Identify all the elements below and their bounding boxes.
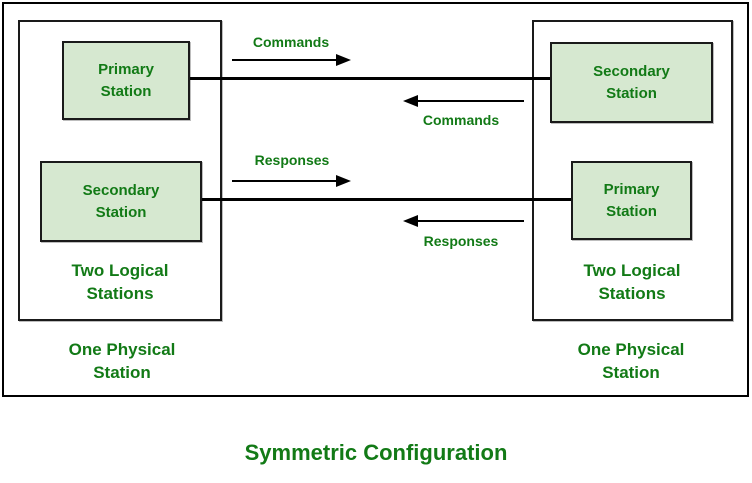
arrow-head-icon — [403, 95, 418, 107]
diagram-title: Symmetric Configuration — [244, 440, 508, 465]
left-logical-stations-label: Two Logical Stations — [71, 261, 169, 303]
responses-rtl-arrow-icon — [403, 215, 524, 227]
right-primary-station-box: Primary Station — [571, 161, 692, 240]
arrow-head-icon — [403, 215, 418, 227]
top-connector-line — [190, 77, 550, 80]
arrow-shaft — [415, 100, 524, 102]
commands-rtl-arrow-icon — [403, 95, 524, 107]
left-secondary-station-box: Secondary Station — [40, 161, 202, 242]
responses-ltr-arrow-icon — [232, 175, 351, 187]
arrow-head-icon — [336, 54, 351, 66]
arrow-shaft — [232, 180, 339, 182]
responses-rtl-label: Responses — [423, 233, 499, 249]
arrow-shaft — [415, 220, 524, 222]
left-physical-station-label: One Physical Station — [68, 340, 176, 382]
commands-ltr-label: Commands — [252, 34, 330, 50]
right-secondary-station-box: Secondary Station — [550, 42, 713, 123]
arrow-head-icon — [336, 175, 351, 187]
right-logical-stations-label: Two Logical Stations — [583, 261, 681, 303]
commands-rtl-label: Commands — [422, 112, 500, 128]
left-primary-station-box: Primary Station — [62, 41, 190, 120]
right-physical-station-label: One Physical Station — [577, 340, 685, 382]
arrow-shaft — [232, 59, 339, 61]
bottom-connector-line — [202, 198, 571, 201]
commands-ltr-arrow-icon — [232, 54, 351, 66]
responses-ltr-label: Responses — [254, 152, 330, 168]
